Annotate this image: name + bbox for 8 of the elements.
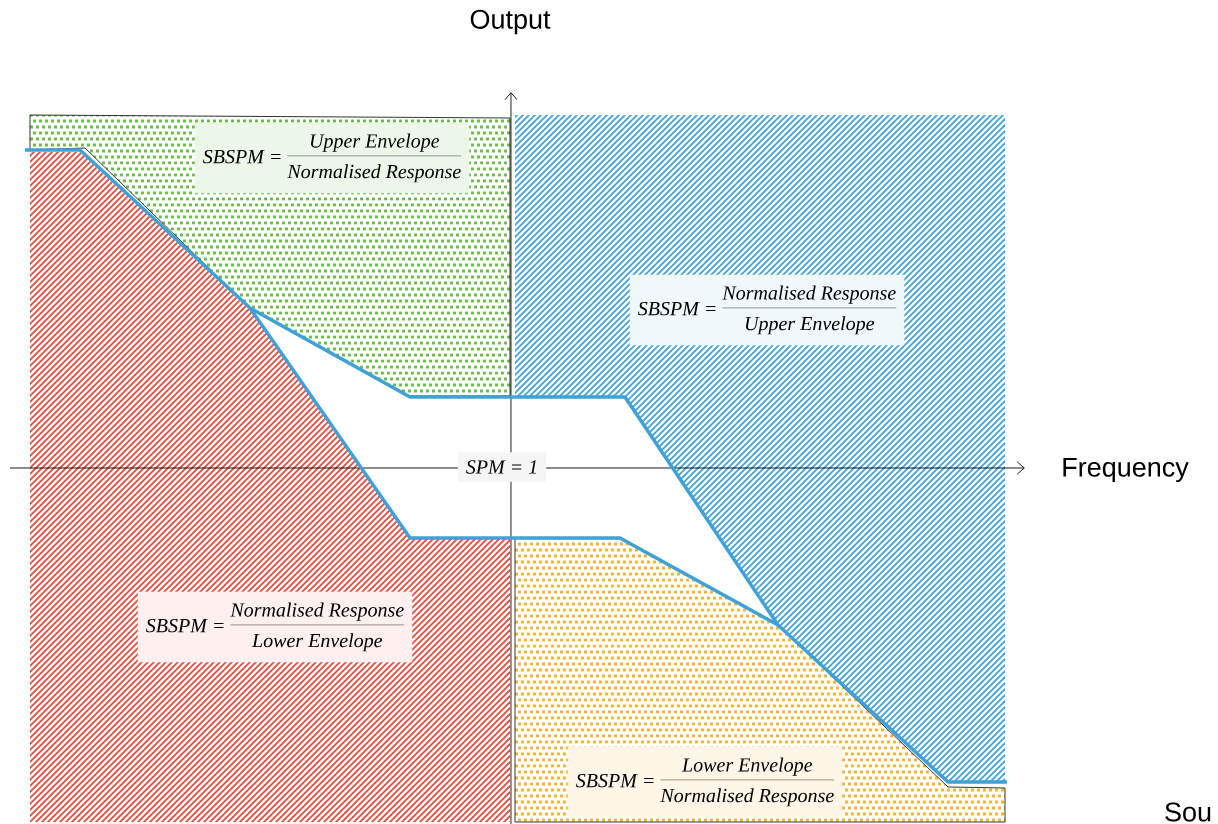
formula-box: SBSPM = Upper Envelope Normalised Response	[194, 122, 470, 194]
axis-label: Output	[470, 9, 551, 35]
formula-box: SPM = 1	[457, 452, 547, 482]
formula-box: SBSPM = Lower Envelope Normalised Response	[567, 746, 843, 818]
formula-box: SBSPM = Normalised Response Upper Envelope	[629, 274, 905, 346]
axis-label: Frequency	[1063, 457, 1189, 483]
formula-box: SBSPM = Normalised Response Lower Envelope	[137, 591, 413, 663]
source-text: Sou	[1165, 802, 1211, 822]
